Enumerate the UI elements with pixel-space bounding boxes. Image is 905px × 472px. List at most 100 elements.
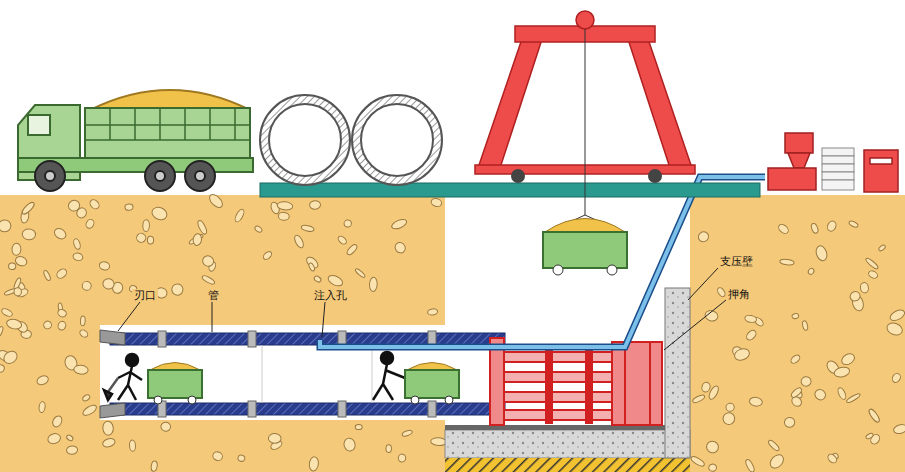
pebble: [865, 432, 874, 439]
pebble: [237, 454, 245, 462]
pipe-wall-top: [110, 333, 505, 345]
pebble: [784, 417, 795, 428]
pebble: [151, 461, 158, 472]
pebble: [313, 275, 322, 283]
pebble: [813, 387, 828, 402]
pebble: [293, 234, 305, 249]
pebble: [401, 429, 412, 437]
pebble: [143, 220, 150, 232]
pebble: [57, 320, 67, 331]
pipe-section: [372, 345, 373, 403]
shaft: [445, 195, 690, 430]
pebble: [21, 201, 36, 216]
pebble: [355, 424, 362, 429]
pebble: [846, 392, 861, 403]
pebble: [705, 439, 721, 454]
pebble: [833, 366, 850, 379]
pebble: [1, 307, 14, 318]
ground: [0, 195, 905, 472]
cutting-edge: [100, 403, 125, 418]
pebble: [0, 220, 11, 232]
pebble: [716, 286, 726, 298]
pebble: [1, 349, 19, 366]
pebble: [707, 384, 720, 400]
pebble: [22, 228, 36, 240]
part-label: 注入孔: [312, 289, 349, 302]
pebble: [82, 281, 92, 291]
pipe-rings: [260, 95, 442, 185]
truck-wheels: [35, 161, 215, 191]
grout-pipe: [320, 177, 765, 347]
pebble: [810, 223, 819, 234]
pebble: [51, 414, 64, 428]
pebble: [188, 233, 204, 245]
pebble: [860, 282, 870, 294]
pebble: [888, 308, 905, 323]
pebble: [66, 445, 78, 454]
pebble: [55, 267, 68, 280]
pebble: [0, 364, 5, 373]
pebble: [814, 244, 828, 262]
part-label: 支压壁: [718, 255, 755, 268]
part-label: 押角: [726, 288, 752, 301]
pebble: [102, 278, 115, 290]
pebble: [768, 452, 786, 471]
pebble: [125, 204, 134, 211]
pebble: [726, 403, 735, 411]
pebble: [749, 397, 763, 407]
pebble: [327, 273, 345, 288]
pebble: [849, 290, 862, 302]
mucking-cart: [148, 363, 202, 405]
pebble: [67, 198, 82, 213]
pebble: [192, 233, 202, 246]
pebble: [14, 287, 22, 296]
pebble: [38, 401, 45, 413]
pebble: [893, 423, 905, 435]
pebble: [337, 235, 348, 246]
mucking-cart: [405, 363, 459, 405]
pebbles: [0, 192, 905, 472]
pebble: [278, 212, 289, 221]
crane-wheels: [511, 169, 662, 183]
pebble: [878, 244, 886, 252]
pebble: [840, 352, 857, 367]
pebble: [42, 320, 53, 331]
pebble: [354, 268, 366, 279]
pebble: [343, 437, 357, 452]
base-strip: [445, 458, 690, 472]
pebble: [102, 437, 116, 448]
pebble: [66, 434, 74, 442]
pebble: [701, 381, 712, 393]
part-label: 管: [206, 289, 221, 302]
pebble: [826, 220, 838, 233]
pebble: [0, 326, 4, 337]
shaft-base: [445, 430, 690, 458]
pebble: [102, 421, 114, 436]
pebble: [8, 262, 16, 270]
pebble: [6, 318, 23, 331]
support-wall: [665, 288, 690, 458]
pebble: [790, 386, 803, 399]
pebble: [802, 320, 809, 331]
pebble: [891, 372, 902, 384]
pebble: [72, 252, 83, 262]
pebble: [398, 454, 407, 463]
pebble: [233, 208, 245, 223]
leader-lines: [118, 268, 726, 350]
pebble: [690, 455, 706, 468]
platform: [260, 183, 760, 197]
pebble: [72, 238, 81, 250]
pebble: [780, 259, 795, 266]
pebble: [386, 445, 392, 453]
pebble: [848, 220, 859, 228]
pebble: [171, 283, 183, 295]
pebble: [390, 218, 408, 231]
pebble: [201, 254, 215, 267]
pebble: [745, 329, 758, 342]
pebble: [98, 261, 110, 271]
pebble: [826, 453, 838, 465]
pebble: [744, 315, 757, 324]
pebble: [43, 270, 52, 282]
